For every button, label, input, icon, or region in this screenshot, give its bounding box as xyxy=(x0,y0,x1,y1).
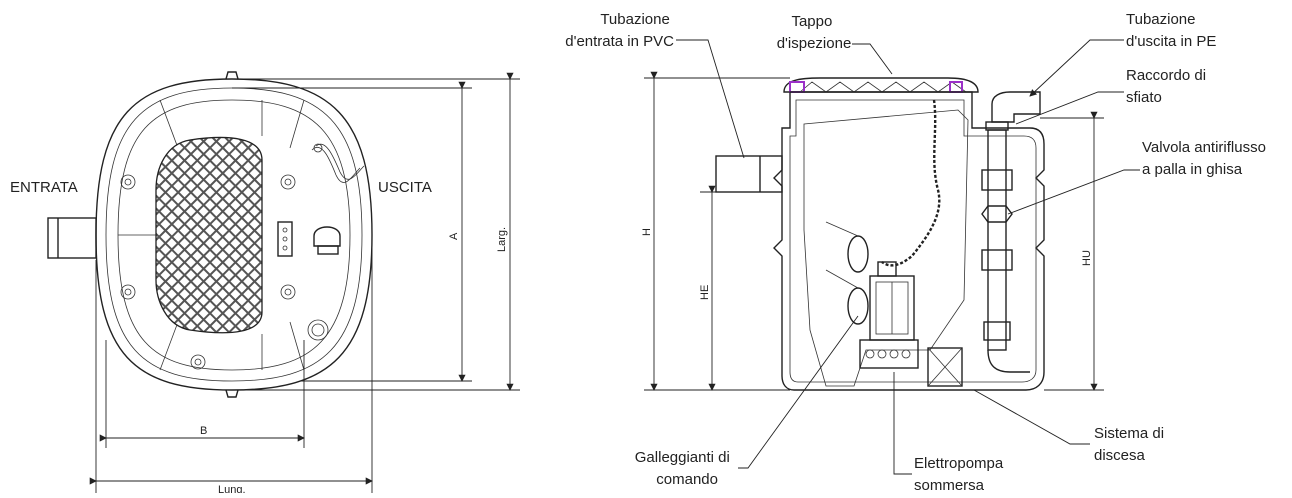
callout-descent-system: Sistema di discesa xyxy=(1094,425,1168,464)
control-floats-icon xyxy=(825,221,869,325)
top-view: ENTRATA USCITA A Larg. B Lung. xyxy=(10,71,520,496)
descent-system-icon xyxy=(927,347,963,387)
dim-hu: HU xyxy=(1040,111,1104,391)
lid-ribs xyxy=(118,99,305,371)
svg-text:A: A xyxy=(448,232,460,240)
internal-baffle xyxy=(803,109,969,387)
tank-body xyxy=(773,91,1045,391)
label-inlet: ENTRATA xyxy=(10,179,78,196)
tank-outline-inner xyxy=(117,99,351,371)
side-inlet-pipe xyxy=(715,155,783,193)
tank-outline-mid xyxy=(105,87,363,382)
callout-vent-fitting: Raccordo di sfiato xyxy=(1126,67,1210,106)
top-lug xyxy=(225,71,239,80)
dim-h: H xyxy=(641,71,790,391)
dim-a: A xyxy=(232,81,472,382)
mesh-grille-icon xyxy=(155,136,263,334)
svg-text:H: H xyxy=(641,228,653,236)
dim-width: Larg. xyxy=(240,72,520,391)
cable-entry-icon xyxy=(311,143,365,183)
terminal-block-icon xyxy=(277,221,293,257)
tank-outline-outer xyxy=(95,78,373,391)
lid-bolt-icon xyxy=(120,174,296,370)
svg-text:HE: HE xyxy=(699,285,711,300)
outlet-fitting-icon xyxy=(313,226,341,255)
submersible-pump-icon xyxy=(859,261,919,369)
label-outlet: USCITA xyxy=(378,179,432,196)
callout-leaders xyxy=(676,39,1140,475)
callout-check-valve: Valvola antiriflusso a palla in ghisa xyxy=(1142,139,1270,178)
callout-outlet-pipe: Tubazione d'uscita in PE xyxy=(1126,11,1216,50)
dim-he: HE xyxy=(699,185,782,391)
callout-inspection-cap: Tappo d'ispezione xyxy=(777,13,852,52)
lift-chain-icon xyxy=(881,99,941,267)
inspection-cap xyxy=(783,77,979,93)
outlet-pipe-elbow xyxy=(991,91,1041,123)
svg-text:Larg.: Larg. xyxy=(496,227,508,252)
svg-text:HU: HU xyxy=(1081,250,1093,266)
dim-b: B xyxy=(99,340,305,448)
vent-port-icon xyxy=(307,319,329,341)
side-view: H HE HU Tubazione d'ent xyxy=(565,11,1270,494)
inlet-pipe xyxy=(47,217,97,259)
callout-control-floats: Galleggianti di comando xyxy=(635,449,734,488)
tank-body-inner xyxy=(789,99,1037,383)
callout-submersible-pump: Elettropompa sommersa xyxy=(914,455,1007,493)
svg-text:Lung.: Lung. xyxy=(218,484,246,493)
svg-text:B: B xyxy=(200,425,207,437)
callout-inlet-pipe: Tubazione d'entrata in PVC xyxy=(565,11,674,50)
discharge-riser xyxy=(981,121,1030,373)
bottom-lug xyxy=(225,389,239,398)
